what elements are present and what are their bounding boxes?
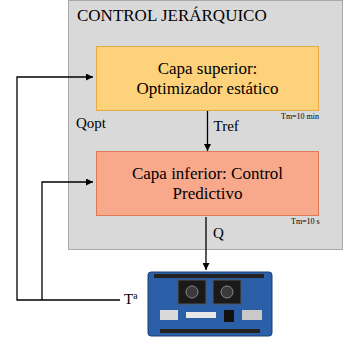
signal-name: Q (213, 226, 224, 241)
signal-name: Tª (122, 292, 139, 307)
process-box: Capa superior: Optimizador estático (96, 46, 319, 111)
signal-name: Qopt (76, 116, 106, 131)
sample-time: Tm=10 s (291, 218, 320, 226)
flow-arrow (207, 111, 208, 151)
sample-time: Tm=10 min (281, 113, 319, 121)
feedback-wire (42, 182, 93, 300)
feedback-wire (17, 77, 120, 300)
group-panel: CONTROL JERÁRQUICO Capa superior: Optimiz… (68, 0, 343, 250)
box-label: Capa superior: Optimizador estático (129, 59, 287, 98)
process-box: Capa inferior: Control Predictivo (96, 151, 319, 216)
arduino-shield (148, 272, 272, 336)
control-arrow (205, 217, 206, 270)
box-label: Capa inferior: Control Predictivo (129, 164, 287, 203)
group-title: CONTROL JERÁRQUICO (69, 1, 342, 26)
signal-name: Tref (214, 119, 239, 134)
